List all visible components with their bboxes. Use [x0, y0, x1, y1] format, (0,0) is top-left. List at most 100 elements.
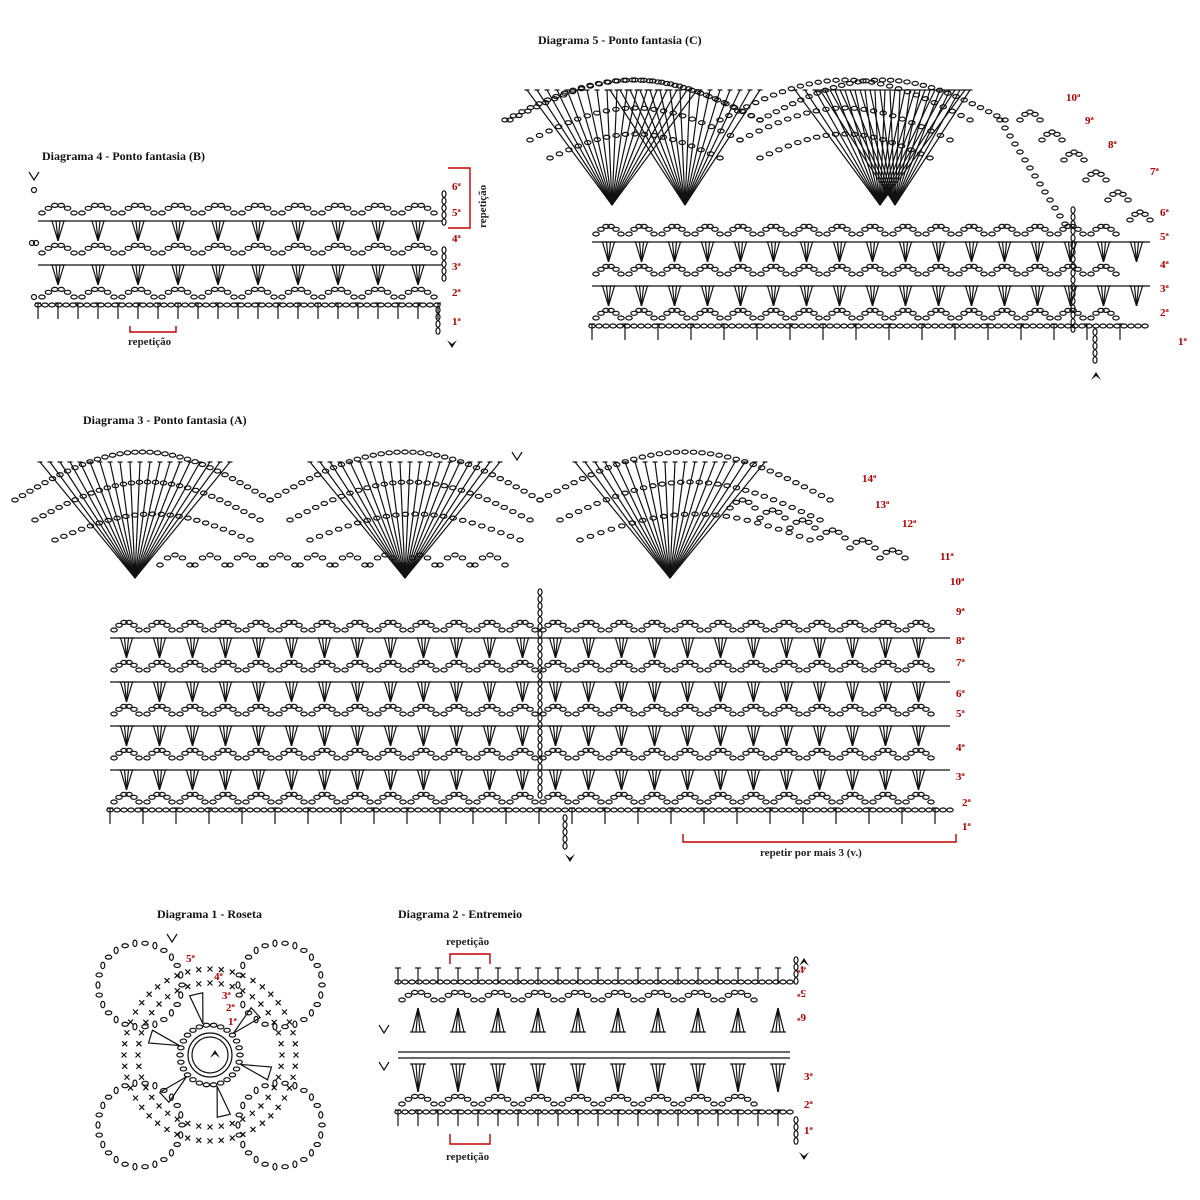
chain-stitch [165, 246, 171, 250]
fan-stitch [405, 462, 470, 578]
chain-stitch [870, 756, 876, 760]
chain-stitch [563, 829, 567, 835]
chain-stitch [895, 712, 901, 716]
chain-stitch [940, 808, 946, 812]
chain-stitch [492, 990, 498, 994]
chain-stitch [757, 156, 763, 160]
chain-stitch [606, 756, 612, 760]
chain-stitch [590, 808, 596, 812]
chain-stitch [190, 1078, 196, 1082]
chain-stitch [282, 941, 288, 945]
chain-stitch [824, 751, 830, 755]
chain-stitch [165, 290, 171, 294]
chain-stitch [149, 808, 155, 812]
chain-stitch [804, 138, 810, 142]
chain-stitch [202, 712, 208, 716]
chain-stitch [210, 668, 216, 672]
chain-stitch [915, 232, 921, 236]
chain-stitch [316, 534, 322, 538]
chain-stitch [442, 268, 446, 274]
chain-stitch [293, 1083, 297, 1089]
chain-stitch [282, 1081, 288, 1085]
chain-stitch [711, 1102, 717, 1106]
chain-stitch [245, 1151, 251, 1155]
d3-repeat-label: repetir por mais 3 (v.) [760, 847, 862, 859]
chain-stitch [441, 628, 447, 632]
chain-stitch [791, 663, 797, 667]
chain-stitch [763, 668, 769, 672]
chain-stitch [769, 508, 775, 512]
chain-stitch [276, 712, 282, 716]
chain-stitch [338, 243, 344, 247]
d3-row-8: 8ª [956, 635, 966, 647]
chain-stitch [445, 1097, 451, 1101]
chain-stitch [466, 712, 472, 716]
chain-stitch [203, 1023, 209, 1027]
chain-stitch [796, 756, 802, 760]
d2-row-6: 6ª [797, 1011, 807, 1023]
chain-stitch [317, 808, 323, 812]
chain-stitch [159, 295, 165, 299]
chain-stitch [849, 272, 855, 276]
chain-stitch [923, 272, 929, 276]
chain-stitch [400, 668, 406, 672]
chain-stitch [647, 980, 653, 984]
chain-stitch [812, 526, 818, 530]
diagram-1-title: Diagrama 1 - Roseta [157, 907, 262, 921]
single-crochet [149, 1095, 154, 1100]
chain-stitch [824, 79, 830, 83]
chain-stitch [606, 800, 612, 804]
chain-stitch [217, 1081, 223, 1085]
chain-stitch [1009, 227, 1015, 231]
chain-stitch [672, 756, 678, 760]
chain-stitch [242, 553, 248, 557]
fan-stitch [135, 462, 180, 578]
chain-stitch [12, 498, 18, 502]
chain-stitch [771, 800, 777, 804]
chain-stitch [682, 980, 688, 984]
d4-row-3: 3ª [452, 261, 462, 273]
chain-stitch [264, 246, 270, 250]
chain-stitch [459, 556, 465, 560]
chain-stitch [668, 1110, 674, 1114]
chain-stitch [164, 795, 170, 799]
chain-stitch [527, 751, 533, 755]
chain-stitch [882, 272, 888, 276]
chain-stitch [433, 756, 439, 760]
chain-stitch [732, 990, 738, 994]
chain-stitch [527, 663, 533, 667]
chain-stitch [985, 110, 991, 114]
single-crochet [268, 1113, 273, 1118]
chain-stitch [123, 514, 129, 518]
chain-stitch [191, 295, 197, 299]
chain-stitch [405, 206, 411, 210]
diagram-2-row-labels: 1ª 2ª 3ª 6ª 5ª 4ª [797, 963, 814, 1137]
chain-stitch [268, 800, 274, 804]
chain-stitch [331, 808, 337, 812]
chain-stitch [708, 324, 714, 328]
single-crochet [276, 1000, 281, 1005]
chain-stitch [744, 808, 750, 812]
chain-stitch [362, 623, 368, 627]
chain-stitch [538, 589, 542, 595]
chain-stitch [599, 998, 605, 1002]
finish-arrow [379, 1025, 389, 1033]
chain-stitch [583, 808, 589, 812]
chain-stitch [56, 505, 62, 509]
chain-stitch [704, 993, 710, 997]
chain-stitch [399, 251, 405, 255]
chain-stitch [1103, 178, 1109, 182]
chain-stitch [1057, 214, 1063, 218]
chain-stitch [532, 800, 538, 804]
chain-stitch [771, 628, 777, 632]
chain-stitch [631, 800, 637, 804]
chain-stitch [890, 795, 896, 799]
chain-stitch [591, 980, 597, 984]
fan-stitch [612, 90, 657, 205]
chain-stitch [80, 494, 86, 498]
chain-stitch [169, 1010, 173, 1016]
single-crochet [276, 1030, 281, 1035]
d3-row-4: 4ª [956, 742, 966, 754]
chain-stitch [807, 538, 813, 542]
chain-stitch [499, 628, 505, 632]
